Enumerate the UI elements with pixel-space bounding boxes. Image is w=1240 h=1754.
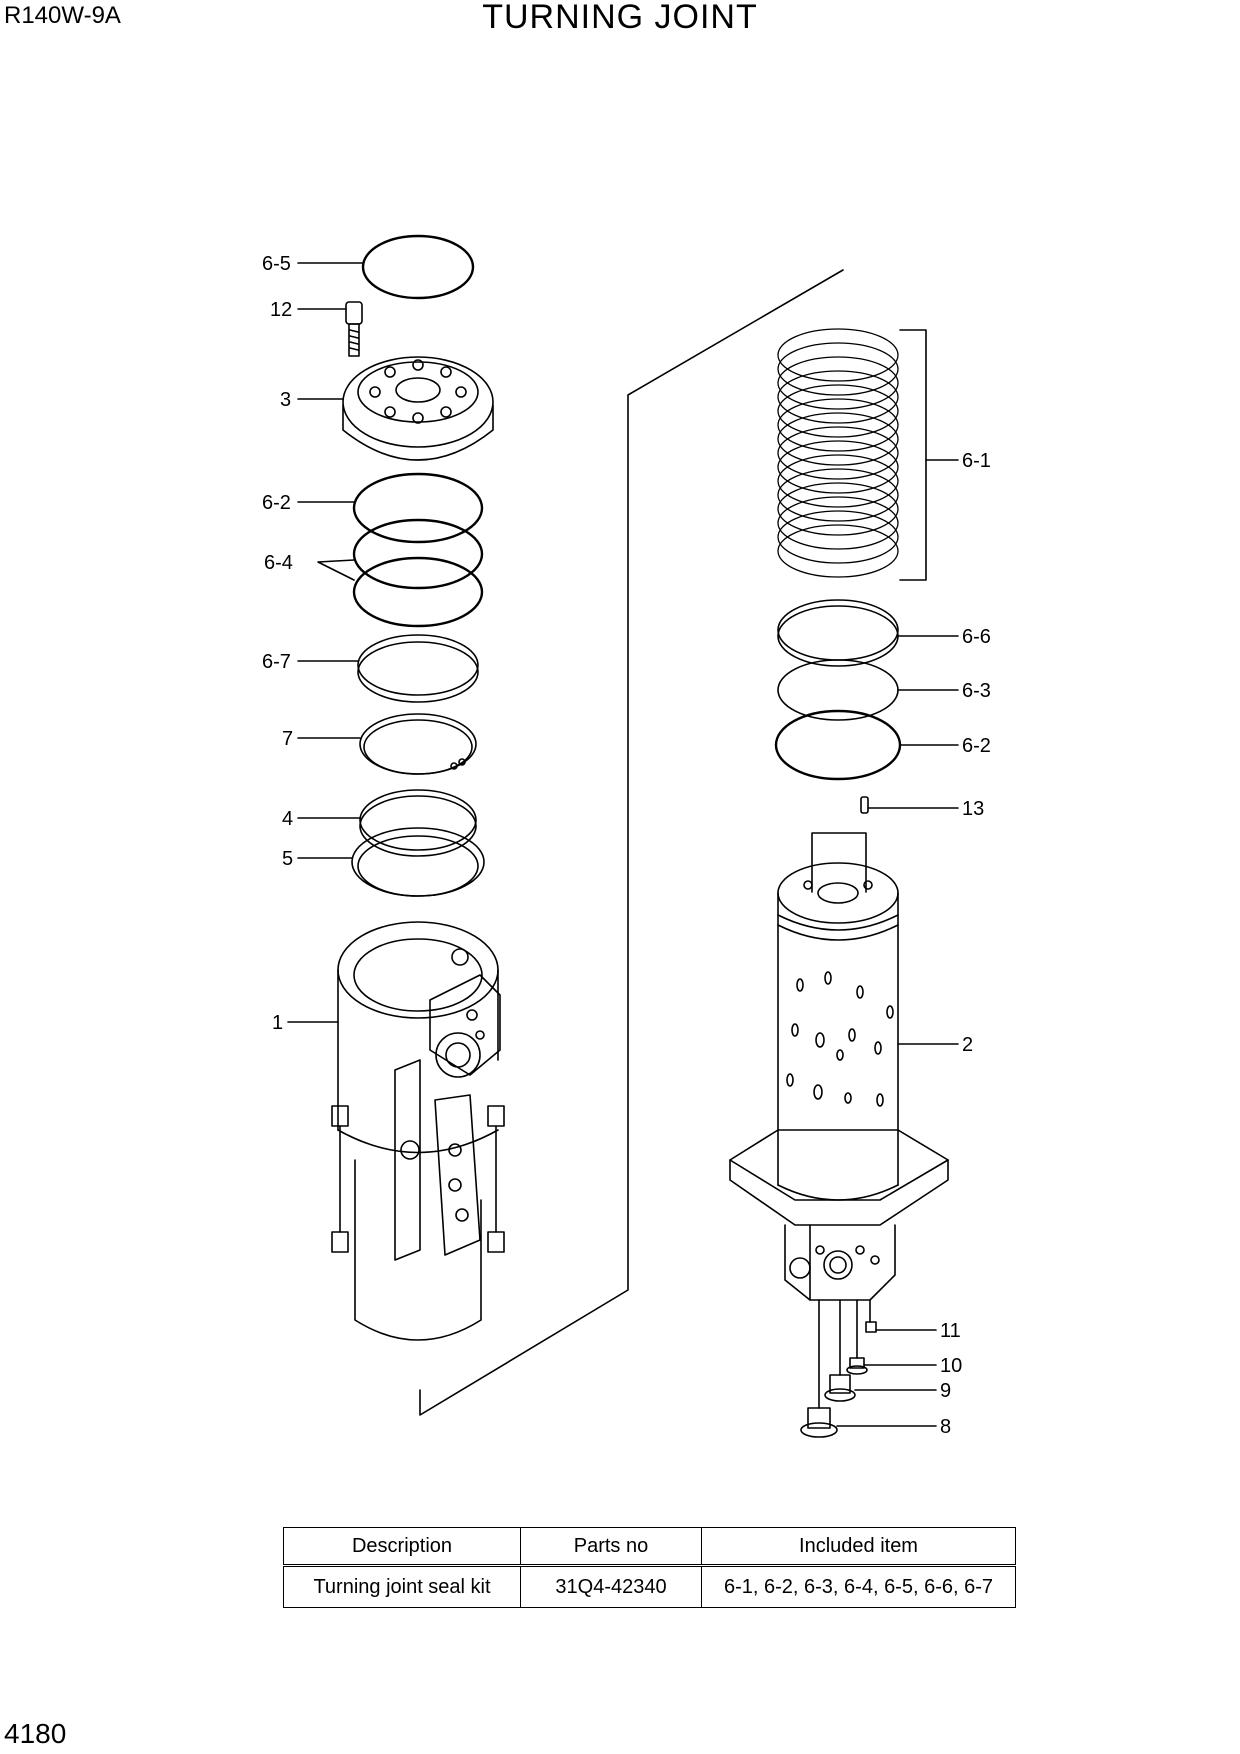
callout-13: 13 — [962, 798, 984, 820]
callout-11: 11 — [940, 1320, 961, 1342]
part-6-2-oring-left — [352, 472, 484, 544]
cell-description: Turning joint seal kit — [283, 1565, 521, 1608]
column-header-description: Description — [283, 1527, 521, 1566]
part-12-bolt — [345, 301, 363, 357]
seal-kit-table: Description Parts no Included item Turni… — [283, 1527, 1016, 1608]
callout-6-7: 6-7 — [262, 651, 291, 673]
callout-7: 7 — [282, 728, 293, 750]
assembly-divider-line — [419, 269, 844, 1416]
callout-8: 8 — [940, 1416, 951, 1438]
callout-3: 3 — [280, 389, 291, 411]
callout-6-2-left: 6-2 — [262, 492, 291, 514]
callout-10: 10 — [940, 1355, 962, 1377]
part-6-6-ring — [777, 599, 899, 667]
table-header-row: Description Parts no Included item — [283, 1527, 1016, 1566]
part-6-5-oring — [361, 234, 475, 300]
part-2-shaft — [729, 862, 949, 1301]
part-9-plug — [824, 1299, 856, 1402]
callout-6-4: 6-4 — [264, 552, 293, 574]
part-11-fitting — [865, 1299, 877, 1333]
part-3-cover — [342, 356, 494, 461]
callout-4: 4 — [282, 808, 293, 830]
callout-6-3: 6-3 — [962, 680, 991, 702]
part-5-ring — [351, 827, 485, 897]
right-leader-lines — [836, 459, 959, 1427]
part-13-pin-guide — [811, 832, 867, 893]
callout-6-1: 6-1 — [962, 450, 991, 472]
callout-2: 2 — [962, 1034, 973, 1056]
cell-parts-no: 31Q4-42340 — [520, 1565, 702, 1608]
column-header-included-item: Included item — [701, 1527, 1016, 1566]
part-6-1-seal-stack — [777, 328, 899, 578]
callout-6-2-right: 6-2 — [962, 735, 991, 757]
callout-12: 12 — [270, 299, 292, 321]
callout-6-5: 6-5 — [262, 253, 291, 275]
part-6-4-oring-a — [352, 518, 484, 590]
part-8-plug — [800, 1299, 838, 1438]
callout-1: 1 — [272, 1012, 283, 1034]
part-6-4-oring-b — [352, 556, 484, 628]
part-4-ring — [359, 789, 477, 857]
part-10-fitting — [846, 1299, 868, 1375]
model-code: R140W-9A — [4, 2, 121, 29]
page-title: TURNING JOINT — [482, 0, 758, 36]
table-row: Turning joint seal kit 31Q4-42340 6-1, 6… — [283, 1565, 1016, 1608]
part-6-2-oring-right — [774, 709, 902, 781]
part-7-snap-ring — [359, 713, 477, 775]
part-1-hub — [331, 921, 505, 1341]
column-header-parts-no: Parts no — [520, 1527, 702, 1566]
part-6-1-bracket — [899, 329, 927, 581]
part-13-pin — [860, 796, 869, 814]
cell-included-item: 6-1, 6-2, 6-3, 6-4, 6-5, 6-6, 6-7 — [701, 1565, 1016, 1608]
page-number: 4180 — [4, 1718, 67, 1749]
callout-5: 5 — [282, 848, 293, 870]
left-leader-lines — [287, 262, 363, 1023]
callout-9: 9 — [940, 1380, 951, 1402]
part-6-7-ring — [357, 634, 479, 703]
callout-6-6: 6-6 — [962, 626, 991, 648]
